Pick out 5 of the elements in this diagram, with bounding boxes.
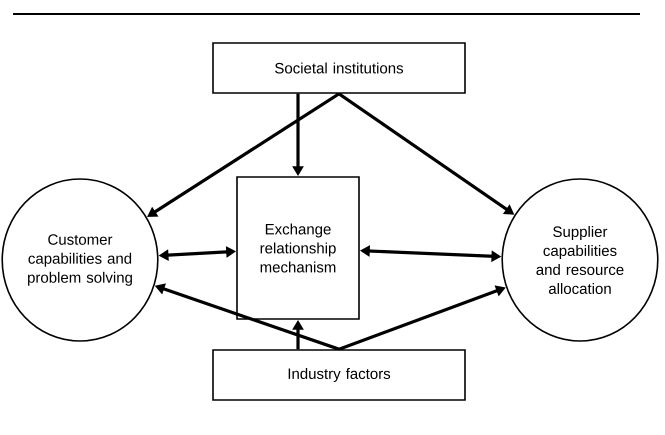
process-box: Exchange relationship mechanism — [236, 176, 360, 320]
process-box: Industry factors — [212, 349, 466, 401]
process-box: Societal institutions — [212, 42, 466, 94]
ellipse-node: Customer capabilities and problem solving — [1, 178, 159, 342]
ellipse-node: Supplier capabilities and resource allocation — [501, 178, 659, 342]
